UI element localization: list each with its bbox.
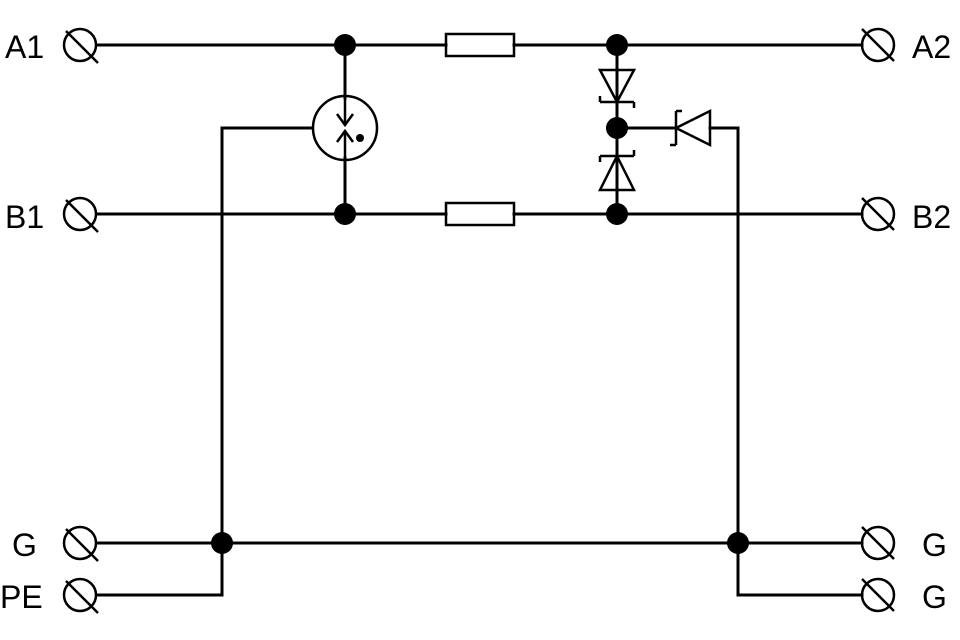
label-pe: PE [0, 579, 43, 615]
label-a2: A2 [912, 29, 951, 65]
ground-diode-icon [615, 108, 712, 148]
junction-node [211, 532, 233, 554]
label-a1: A1 [5, 29, 44, 65]
label-g-right-1: G [922, 527, 947, 563]
terminal-pe-icon [62, 577, 99, 614]
junction-node [334, 203, 356, 225]
terminal-b2-icon [860, 196, 896, 232]
junction-node [727, 532, 749, 554]
junction-node [606, 34, 628, 56]
ground-bus-wires [96, 126, 864, 597]
terminal-b1-icon [62, 196, 99, 233]
gas-discharge-tube-icon [311, 43, 379, 216]
junction-node [606, 117, 628, 139]
terminal-g-right-2-icon [860, 577, 896, 613]
junction-node [334, 34, 356, 56]
resistor-b-icon [444, 201, 516, 227]
label-g-left: G [12, 527, 37, 563]
label-b1: B1 [5, 199, 44, 235]
junction-node [606, 203, 628, 225]
terminal-g-right-1-icon [860, 525, 896, 561]
resistor-a-icon [444, 32, 516, 58]
terminal-a2-icon [860, 27, 896, 63]
terminal-g-left-icon [62, 525, 99, 562]
label-g-right-2: G [922, 579, 947, 615]
terminal-a1-icon [62, 27, 99, 64]
label-b2: B2 [912, 199, 951, 235]
